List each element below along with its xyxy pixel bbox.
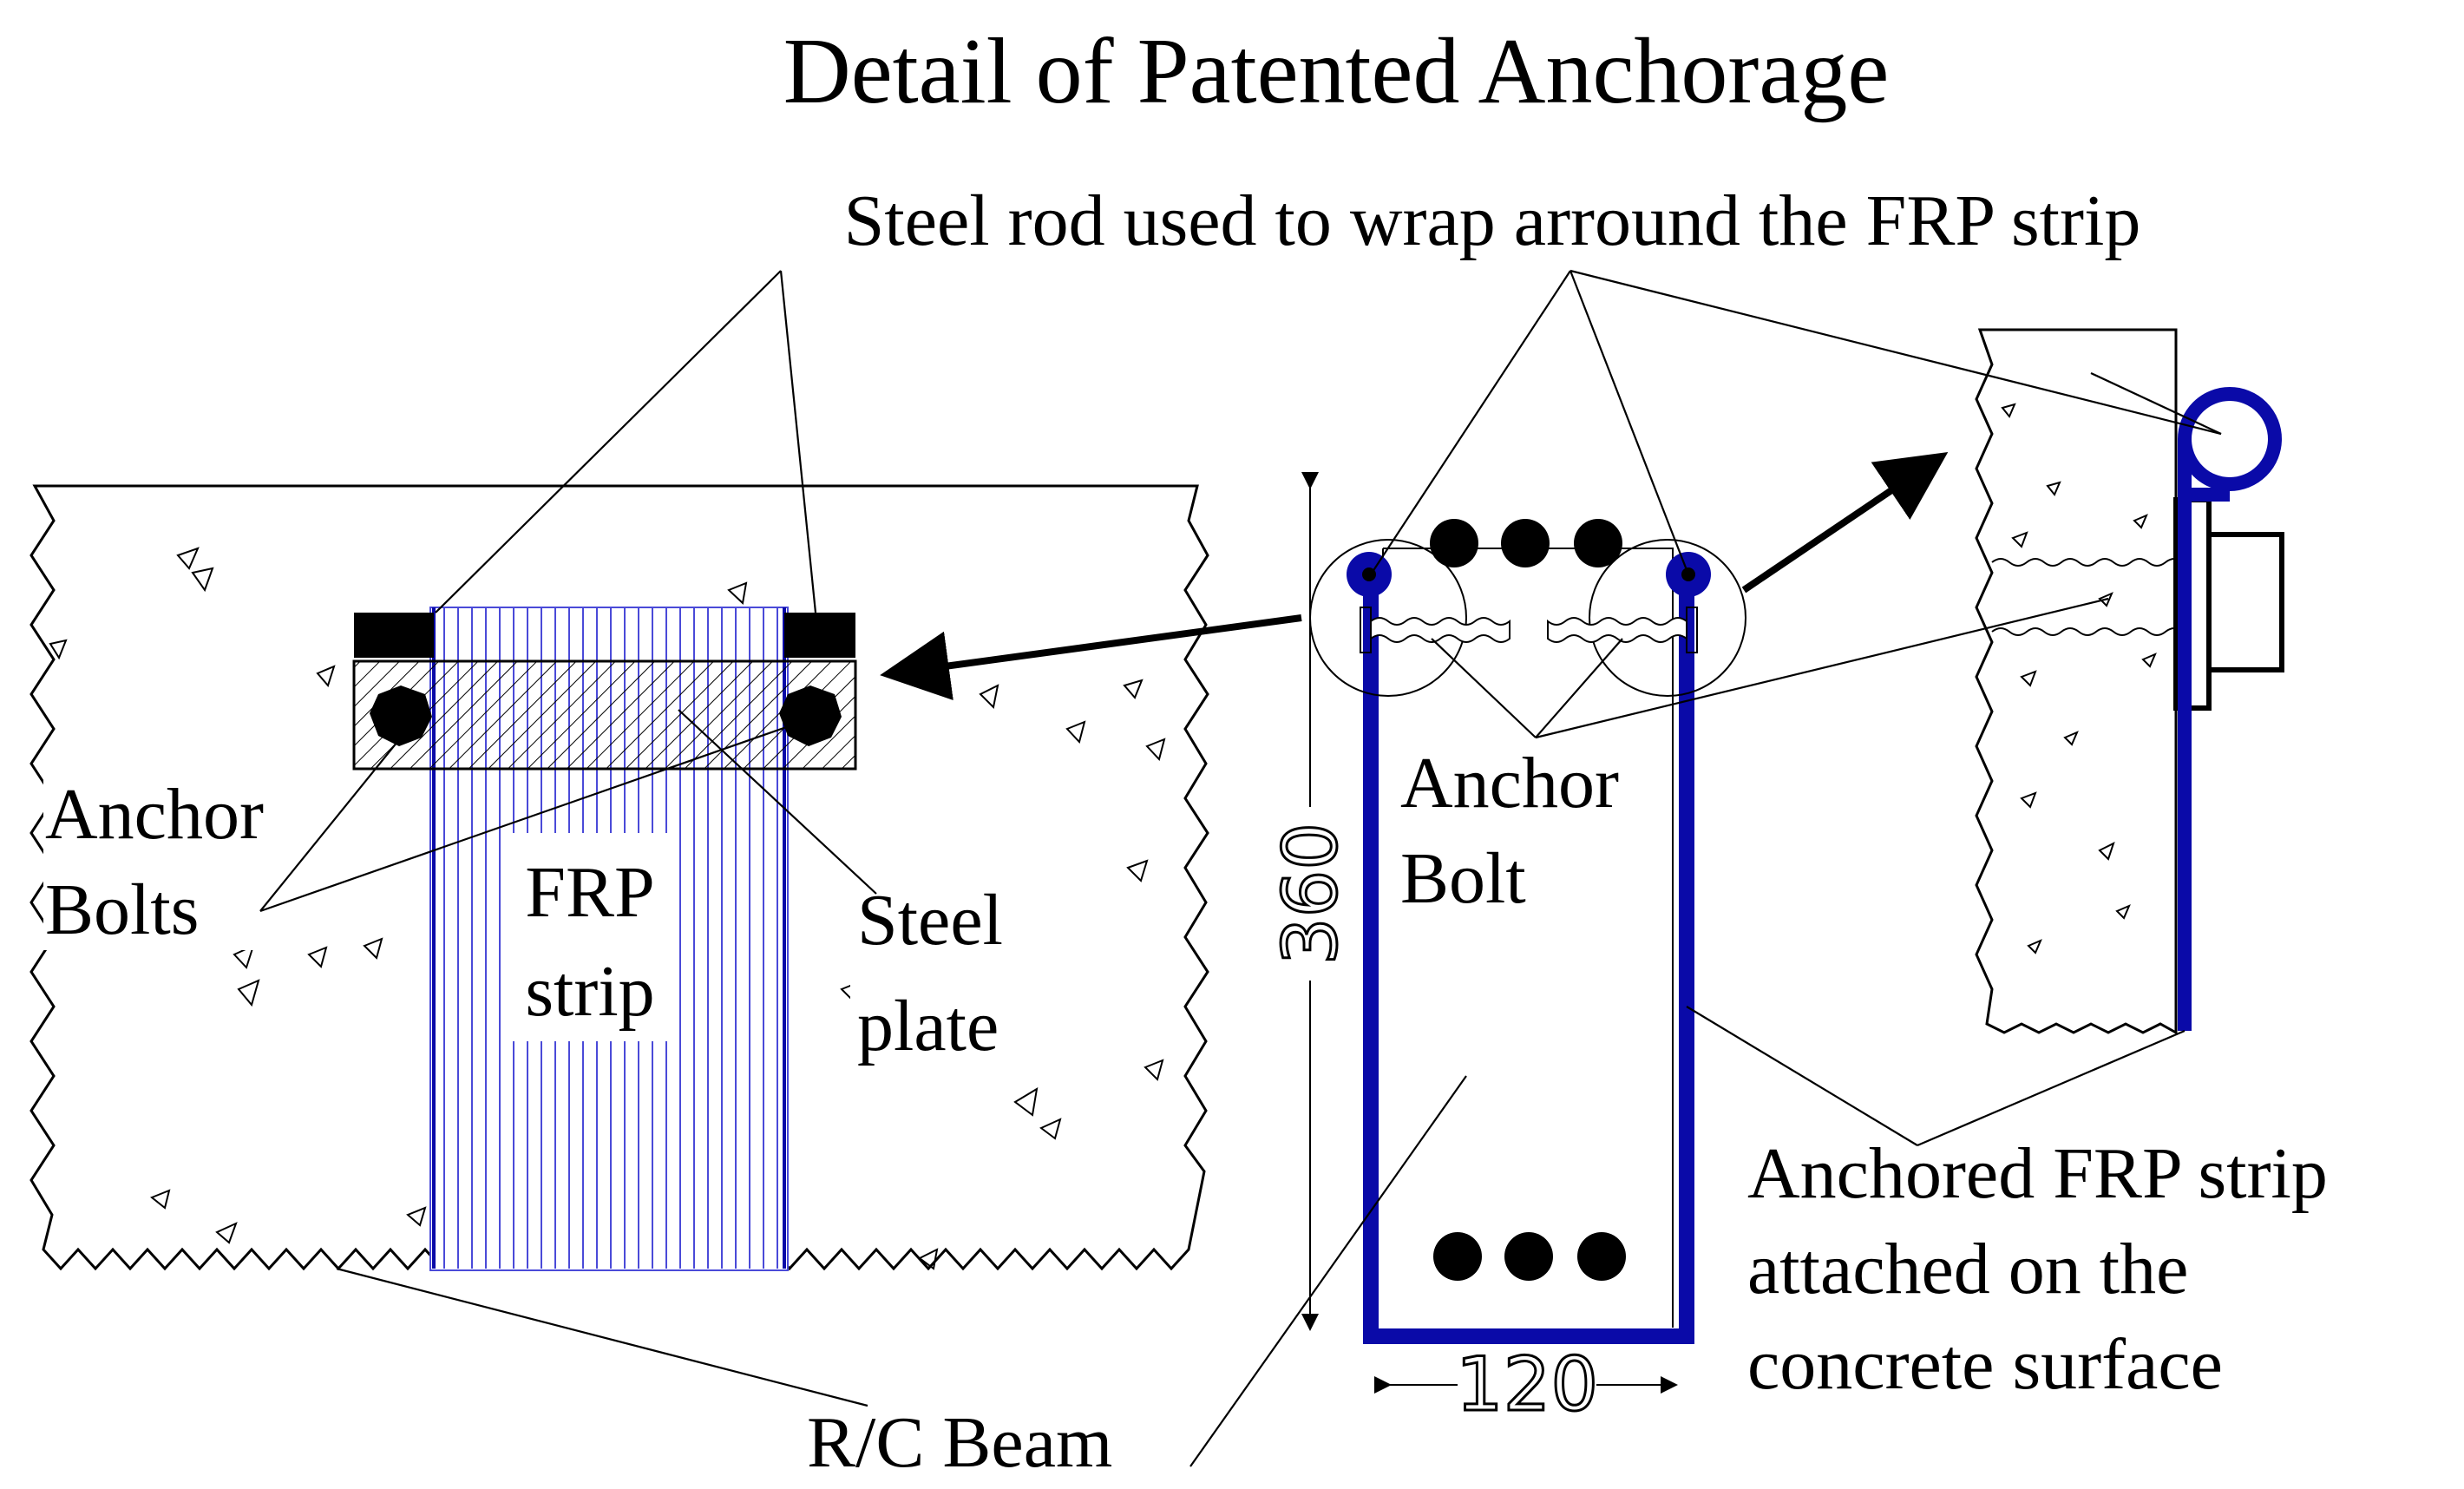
leader-anchored-frp bbox=[1917, 1029, 2185, 1147]
steel-plate-label-line2: plate bbox=[857, 986, 999, 1066]
anchor-bolts-section bbox=[1360, 607, 1698, 653]
dim-height-value: 360 bbox=[1268, 823, 1354, 965]
concrete-aggregate-side bbox=[2001, 403, 2157, 954]
anchor-bolts-label-line2: Bolts bbox=[45, 869, 199, 950]
anchor-bolts-label-line1: Anchor bbox=[45, 774, 264, 855]
leader-lines-middle bbox=[1189, 270, 2109, 1467]
cross-section-outline bbox=[1383, 548, 1674, 1328]
leader-lines-left bbox=[259, 270, 877, 1407]
frp-u-strip bbox=[1363, 574, 1694, 1344]
detail-circle-right bbox=[1589, 539, 1746, 697]
anchor-bolt-left bbox=[370, 685, 432, 746]
anchor-bolt-label-line2: Bolt bbox=[1400, 838, 1526, 919]
top-rebar-2 bbox=[1501, 519, 1550, 567]
anchored-frp-label-line2: attached on the bbox=[1747, 1229, 2188, 1309]
frp-strip-label-line2: strip bbox=[525, 951, 654, 1032]
steel-plate-label-line1: Steel bbox=[857, 880, 1003, 961]
anchored-frp-label-line1: Anchored FRP strip bbox=[1747, 1133, 2328, 1214]
rc-beam-label: R/C Beam bbox=[807, 1402, 1112, 1483]
frp-strip-label-line1: FRP bbox=[525, 852, 654, 933]
anchored-frp-label-line3: concrete surface bbox=[1747, 1324, 2223, 1405]
bottom-rebar-1 bbox=[1433, 1232, 1482, 1281]
beam-plan-view: Anchor Bolts FRP strip Steel plate bbox=[29, 270, 1209, 1407]
steel-rod-end-left bbox=[354, 613, 434, 658]
detail-circle-left bbox=[1309, 539, 1467, 697]
top-rebar-3 bbox=[1574, 519, 1622, 567]
steel-rod-side bbox=[2178, 387, 2282, 491]
dim-width-value: 120 bbox=[1456, 1341, 1598, 1428]
steel-rod-label: Steel rod used to wrap arround the FRP s… bbox=[844, 180, 2141, 261]
bottom-rebar-2 bbox=[1504, 1232, 1553, 1281]
steel-rod-end-right bbox=[784, 613, 855, 658]
diagram-title: Detail of Patented Anchorage bbox=[783, 20, 1890, 123]
top-rebar-1 bbox=[1430, 519, 1478, 567]
arrow-to-side-detail bbox=[1741, 452, 1949, 594]
bottom-rebar-3 bbox=[1577, 1232, 1626, 1281]
concrete-section-outline bbox=[1975, 328, 2178, 1035]
anchor-bolt-right bbox=[779, 685, 842, 746]
arrow-to-plan-view bbox=[880, 614, 1302, 700]
bolt-head-side bbox=[2206, 532, 2284, 672]
side-detail-view bbox=[1569, 269, 2284, 1035]
anchor-bolt-label-line1: Anchor bbox=[1400, 743, 1619, 823]
beam-cross-section: 360 120 Anchor Bolt bbox=[1189, 270, 2109, 1467]
steel-plate bbox=[352, 659, 857, 771]
